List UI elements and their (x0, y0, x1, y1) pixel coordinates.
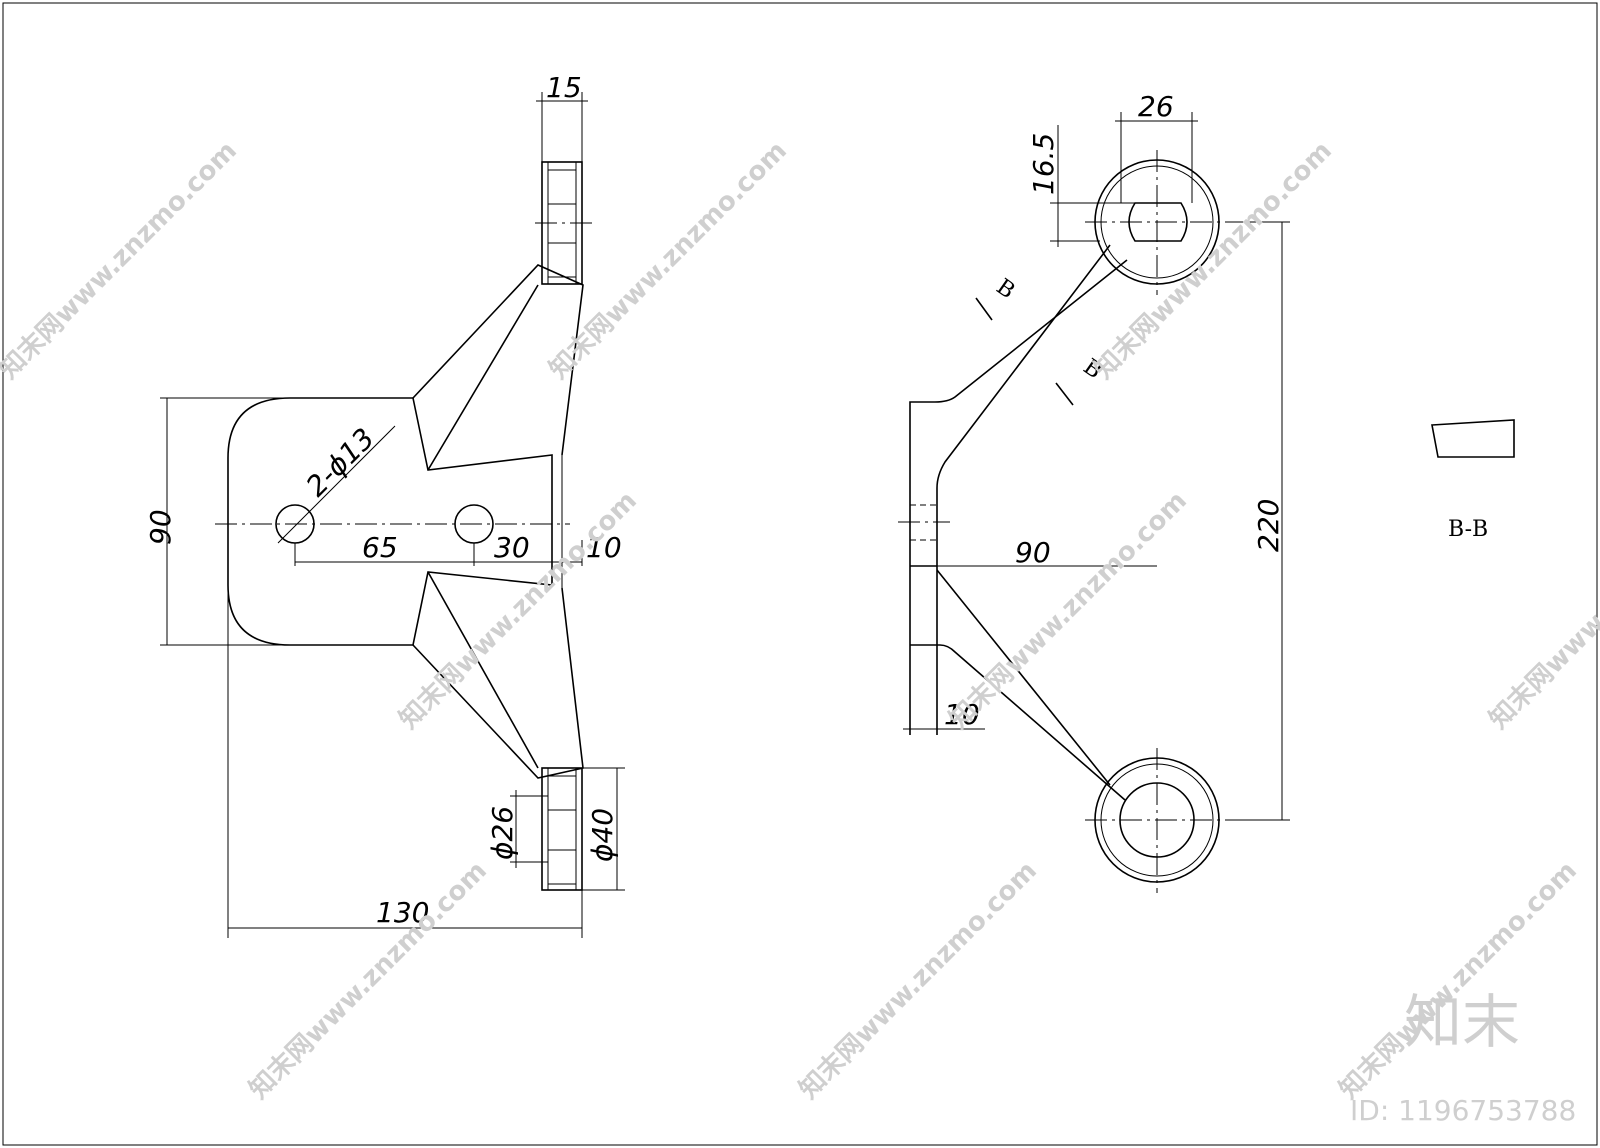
dim-220-label: 220 (1252, 499, 1285, 552)
dim-phi26-label: ϕ26 (486, 806, 519, 860)
upper-arm-edge (427, 284, 539, 471)
right-lower-arm-outer (936, 569, 1111, 786)
dim-90-right-label: 90 (1015, 536, 1051, 569)
section-b-b-shape (1431, 419, 1515, 458)
dim-16-5-label: 16.5 (1027, 133, 1060, 195)
watermark-text: 知末网www.znzmo.com (394, 486, 643, 735)
dim-15-label: 15 (546, 71, 582, 104)
right-plate-outline (909, 259, 1128, 735)
lower-arm-outline (412, 587, 584, 779)
watermark-text: 知末网www.znzmo.com (244, 856, 493, 1105)
dim-90-right: 90 (910, 536, 1157, 569)
dim-10-right-label: 10 (944, 698, 980, 731)
section-b-b-title: B-B (1448, 517, 1488, 542)
dim-phi40-label: ϕ40 (586, 808, 619, 862)
dim-130: 130 (227, 585, 583, 938)
watermark-text: 知末网www.znzmo.com (1334, 856, 1583, 1105)
right-upper-arm-inner (936, 244, 1111, 735)
dim-phi40: ϕ40 (582, 767, 625, 891)
watermark-text: 知末网www.znzmo.com (944, 486, 1193, 735)
upper-hub-section (535, 161, 595, 285)
cut-mark-1-label: B (992, 274, 1020, 304)
dim-65-label: 65 (362, 531, 398, 564)
upper-ring (1085, 150, 1235, 295)
dim-130-label: 130 (376, 896, 429, 929)
dim-15: 15 (536, 71, 588, 162)
lower-arm-edge (427, 571, 539, 769)
dim-2phi13-label: 2-ϕ13 (300, 422, 381, 503)
watermark-text: 知末网www.znzmo.com (544, 136, 793, 385)
watermark-layer: 知末网www.znzmo.com 知末网www.znzmo.com 知末网www… (0, 136, 1600, 1127)
dim-26: 26 (1115, 90, 1198, 203)
watermark-brand: 知末 (1404, 988, 1520, 1056)
watermark-text: 知末网www.znzmo.com (1484, 486, 1600, 735)
lower-ring (1085, 748, 1240, 893)
lower-hub-section (541, 767, 583, 891)
dim-10-right: 10 (903, 698, 985, 731)
right-view: B B 26 16.5 220 90 (898, 90, 1290, 893)
right-lower-arm-inner (910, 644, 1126, 801)
dim-phi26: ϕ26 (486, 790, 548, 868)
dim-30-label: 30 (494, 531, 530, 564)
dim-26-label: 26 (1138, 90, 1174, 123)
dim-spacing: 65 30 10 (294, 531, 622, 566)
section-b-b: B-B (1431, 419, 1515, 542)
left-view: 15 2-ϕ13 90 65 30 10 (144, 71, 625, 938)
dim-10-left-label: 10 (586, 531, 622, 564)
watermark-text: 知末网www.znzmo.com (794, 856, 1043, 1105)
dim-220: 220 (1235, 221, 1290, 821)
upper-arm-outline (412, 264, 584, 456)
dim-holes: 2-ϕ13 (277, 422, 396, 544)
base-plate-outline (227, 397, 553, 646)
watermark-text: 知末网www.znzmo.com (0, 136, 243, 385)
section-cut-marks: B B (975, 274, 1106, 406)
dim-90-left-label: 90 (144, 509, 177, 545)
watermark-id: ID: 1196753788 (1350, 1094, 1576, 1127)
dim-90-left: 90 (144, 397, 290, 646)
dim-16-5: 16.5 (1027, 125, 1135, 247)
